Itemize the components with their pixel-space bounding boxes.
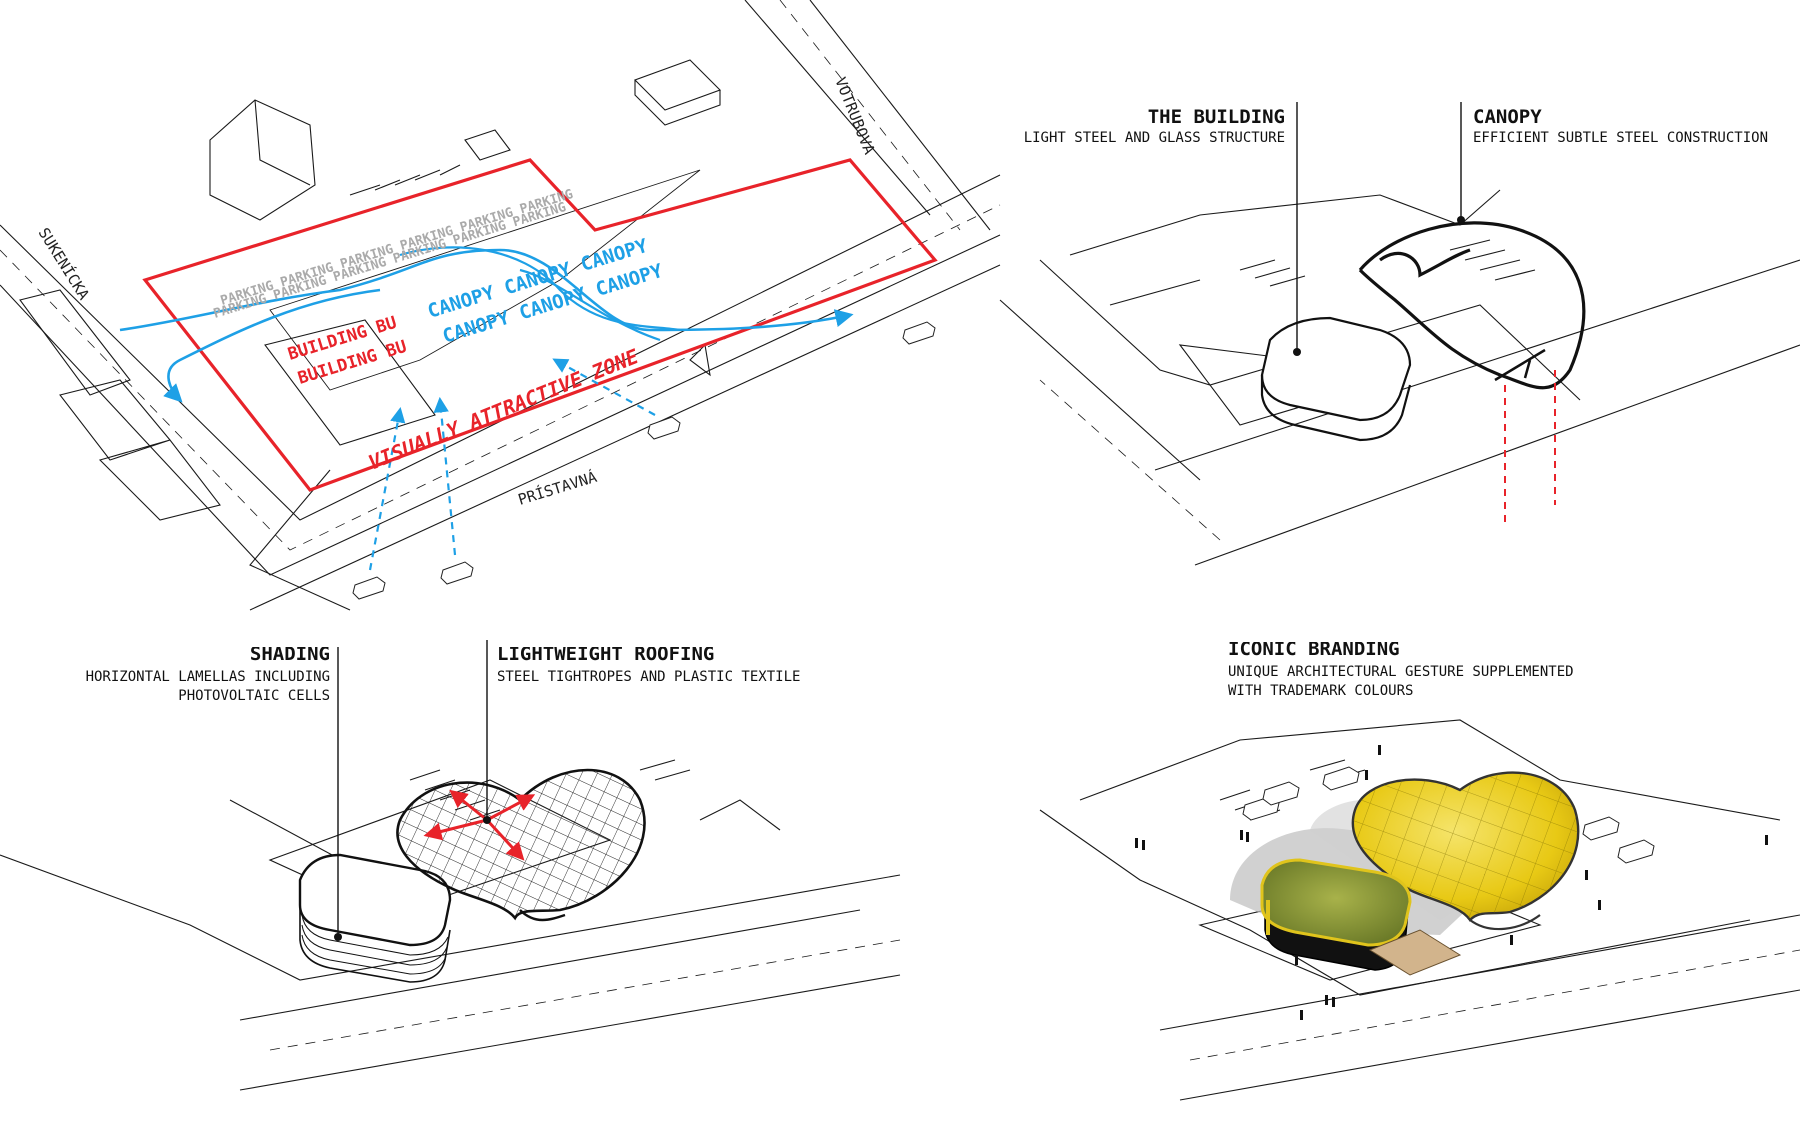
- car-icon: [902, 321, 936, 345]
- branding-title: ICONIC BRANDING: [1228, 638, 1400, 660]
- crop-mask: [1220, 620, 1420, 642]
- neighbour-block: [464, 129, 511, 161]
- crop-mask: [230, 625, 350, 647]
- car-icons: [1242, 766, 1655, 864]
- car-icon: [352, 576, 386, 600]
- street-edge: [0, 174, 1001, 521]
- street-centerline: [1039, 379, 1221, 541]
- canopy-outline: [399, 246, 681, 332]
- street-edge: [0, 854, 901, 981]
- leader-dot: [483, 816, 491, 824]
- canopy-support-line: [1504, 370, 1556, 525]
- parking-bays: [349, 164, 461, 196]
- people-figures: [1135, 745, 1768, 1020]
- roofing-title: LIGHTWEIGHT ROOFING: [497, 643, 714, 665]
- street-name-pristavna: PRÍSTAVNÁ: [516, 467, 599, 509]
- branding-subtitle-line1: UNIQUE ARCHITECTURAL GESTURE SUPPLEMENTE…: [1228, 664, 1574, 680]
- shading-subtitle-line1: HORIZONTAL LAMELLAS INCLUDING: [86, 669, 330, 685]
- street-edge: [1194, 344, 1800, 566]
- tension-arrows: [423, 789, 536, 861]
- canopy-grid: [1352, 772, 1579, 920]
- car-icon: [1617, 839, 1655, 864]
- street-edge: [1039, 809, 1751, 996]
- kerb: [1109, 279, 1201, 306]
- pedestrian-flow-arrow: [519, 268, 661, 342]
- car-access-arrow: [368, 406, 406, 571]
- street-edge: [239, 909, 861, 1021]
- street-edge: [1179, 989, 1800, 1101]
- car-icon: [1322, 766, 1360, 791]
- street-centerline: [1189, 949, 1800, 1061]
- car-icon: [1582, 816, 1620, 841]
- car-icon: [647, 416, 681, 440]
- street-edge: [809, 0, 991, 231]
- roofing-subtitle: STEEL TIGHTROPES AND PLASTIC TEXTILE: [497, 669, 800, 685]
- shading-subtitle-line2: PHOTOVOLTAIC CELLS: [178, 688, 330, 704]
- mesh-roof-edge: [519, 909, 566, 922]
- street-edge: [1159, 914, 1800, 1031]
- neighbour-house: [209, 99, 316, 221]
- canopy-edge: [1469, 914, 1541, 931]
- street-name-votrubova: VOTRUBOVA: [831, 75, 878, 157]
- building-footprint: [264, 319, 436, 446]
- street-centerline: [0, 204, 1001, 551]
- cafe-terrace: [1368, 929, 1462, 976]
- car-icons: [352, 321, 936, 600]
- shading-title: SHADING: [250, 643, 330, 665]
- street-centerline: [779, 0, 961, 231]
- leader-dot: [1457, 216, 1465, 224]
- panel-site-analysis: [0, 0, 1001, 611]
- leader-dot: [1293, 348, 1301, 356]
- building-title: THE BUILDING: [1148, 106, 1285, 128]
- canopy-subtitle: EFFICIENT SUBTLE STEEL CONSTRUCTION: [1473, 130, 1768, 146]
- neighbour-block: [634, 59, 721, 126]
- street-edge: [249, 264, 1001, 611]
- parking-bays: [1239, 239, 1536, 287]
- zone-label: VISUALLY ATTRACTIVE ZONE: [365, 344, 643, 475]
- neighbour-block: [19, 289, 221, 521]
- street-edge: [1069, 189, 1501, 256]
- street-edge: [744, 0, 931, 216]
- street-edge: [999, 299, 1201, 481]
- leader-dot: [334, 933, 342, 941]
- branding-subtitle-line2: WITH TRADEMARK COLOURS: [1228, 683, 1413, 699]
- car-icon: [440, 561, 474, 585]
- kerb: [689, 343, 711, 377]
- crop-mask: [490, 625, 740, 647]
- car-icon: [1262, 781, 1300, 806]
- kerb: [249, 469, 351, 611]
- canopy-loop: [1358, 221, 1586, 390]
- car-access-arrow: [552, 358, 656, 416]
- pedestrian-flow-arrow: [119, 248, 854, 332]
- kerb: [699, 799, 781, 831]
- building-subtitle: LIGHT STEEL AND GLASS STRUCTURE: [1024, 130, 1285, 146]
- parking-zone: [269, 169, 701, 391]
- street-name-sukenicka: SUKENÍCKA: [35, 224, 94, 303]
- street-edge: [1079, 719, 1781, 821]
- site-boundary: [142, 158, 938, 492]
- street-edge: [0, 234, 1001, 576]
- canopy-title: CANOPY: [1473, 106, 1542, 128]
- pedestrian-flow-arrow: [163, 288, 381, 403]
- canopy-loop: [1494, 348, 1546, 382]
- street-edge: [239, 974, 901, 1091]
- building-volume: [1260, 316, 1412, 442]
